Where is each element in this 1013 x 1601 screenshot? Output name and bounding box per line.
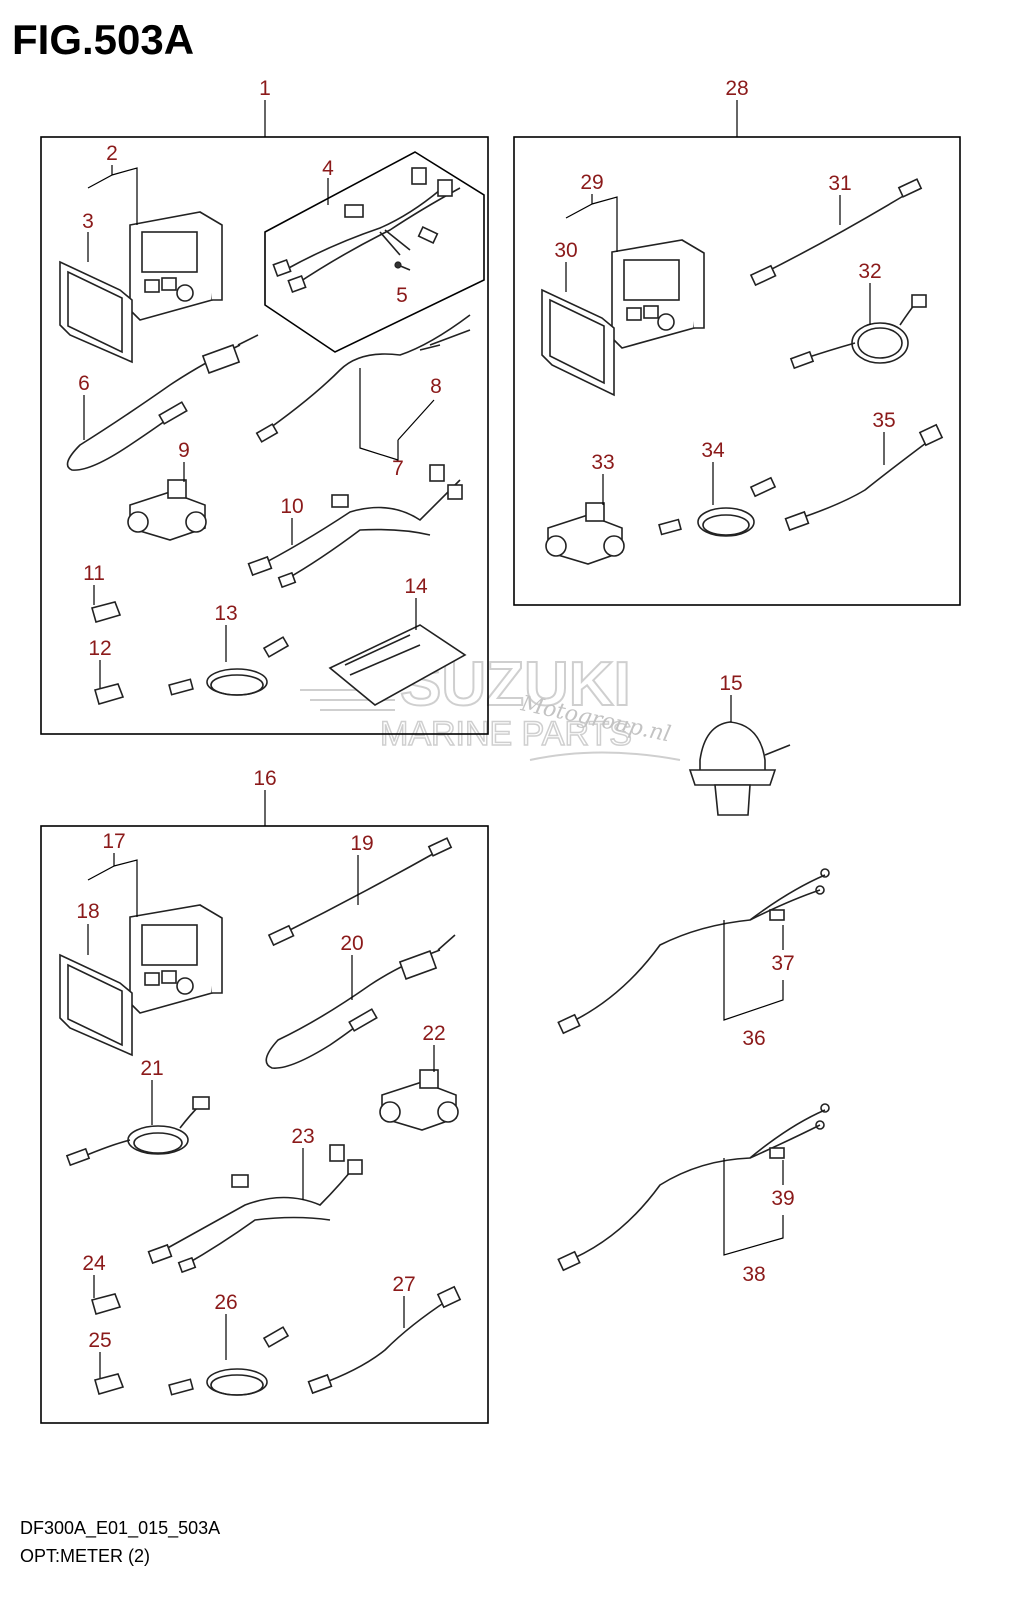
cable-part-6 <box>66 334 259 471</box>
t-connector-part-22 <box>379 1069 459 1131</box>
callout-3: 3 <box>82 210 94 233</box>
callout-26: 26 <box>214 1291 237 1314</box>
harness-part-23 <box>147 1144 363 1274</box>
screw-part-5 <box>394 261 411 271</box>
harness-part-7 <box>255 314 471 443</box>
callout-30: 30 <box>554 239 577 262</box>
callout-7: 7 <box>392 457 404 480</box>
callout-labels: 1 2 3 4 5 6 7 8 9 10 11 12 13 14 15 16 1… <box>76 77 895 1352</box>
t-connector-part-33 <box>545 502 625 565</box>
leader-17 <box>87 853 138 917</box>
meter-display-part-2 <box>129 211 223 321</box>
callout-32: 32 <box>858 260 881 283</box>
callout-21: 21 <box>140 1057 163 1080</box>
leader-29 <box>565 194 618 252</box>
callout-15: 15 <box>719 672 742 695</box>
harness-kit-box-4 <box>264 151 485 353</box>
harness-part-38 <box>557 1103 830 1272</box>
cable-part-35 <box>784 423 944 532</box>
leader-2 <box>87 165 138 225</box>
bezel-part-3 <box>59 260 133 364</box>
figure-code: DF300A_E01_015_503A <box>20 1518 221 1538</box>
callout-37: 37 <box>771 952 794 975</box>
watermark-swoosh <box>529 751 681 761</box>
callout-9: 9 <box>178 439 190 462</box>
callout-39: 39 <box>771 1187 794 1210</box>
callout-16: 16 <box>253 767 276 790</box>
callout-27: 27 <box>392 1273 415 1296</box>
callout-36: 36 <box>742 1027 765 1050</box>
callout-17: 17 <box>102 830 125 853</box>
figure-title: FIG.503A <box>12 16 195 63</box>
leader-38-39 <box>723 1158 784 1256</box>
terminator-part-11 <box>91 601 122 623</box>
harness-part-36 <box>557 868 830 1035</box>
callout-11: 11 <box>83 562 105 585</box>
cable-coil-part-26 <box>168 1326 290 1396</box>
callout-5: 5 <box>396 284 408 307</box>
callout-1: 1 <box>259 77 271 100</box>
callout-28: 28 <box>725 77 748 100</box>
terminator-part-24 <box>91 1293 122 1315</box>
callout-25: 25 <box>88 1329 111 1352</box>
figure-name: OPT:METER (2) <box>20 1546 151 1566</box>
callout-6: 6 <box>78 372 90 395</box>
cable-coil-part-32 <box>789 294 927 370</box>
callout-34: 34 <box>701 439 725 462</box>
bag-part-14 <box>328 624 467 706</box>
callout-22: 22 <box>422 1022 445 1045</box>
callout-8: 8 <box>430 375 442 398</box>
terminator-part-25 <box>94 1373 125 1395</box>
harness-part-4 <box>272 167 461 294</box>
cable-coil-part-13 <box>168 636 290 696</box>
meter-display-part-17 <box>129 904 223 1014</box>
callout-35: 35 <box>872 409 895 432</box>
callout-33: 33 <box>591 451 614 474</box>
callout-20: 20 <box>340 932 363 955</box>
callout-23: 23 <box>291 1125 314 1148</box>
callout-12: 12 <box>88 637 111 660</box>
cable-coil-part-34 <box>658 476 777 537</box>
terminator-part-12 <box>94 683 125 705</box>
callout-13: 13 <box>214 602 237 625</box>
cable-part-20 <box>265 934 456 1069</box>
cable-part-27 <box>307 1285 462 1395</box>
leader-36-37 <box>723 920 784 1021</box>
callout-24: 24 <box>82 1252 106 1275</box>
callout-31: 31 <box>828 172 851 195</box>
leader-7-8 <box>359 368 435 461</box>
bezel-part-30 <box>541 288 615 397</box>
sensor-part-15 <box>688 721 791 816</box>
bezel-part-18 <box>59 953 133 1057</box>
meter-display-part-29 <box>611 239 705 349</box>
callout-14: 14 <box>404 575 428 598</box>
cable-part-19 <box>267 837 453 947</box>
callout-38: 38 <box>742 1263 765 1286</box>
callout-4: 4 <box>322 157 334 180</box>
callout-29: 29 <box>580 171 603 194</box>
callout-19: 19 <box>350 832 373 855</box>
callout-2: 2 <box>106 142 118 165</box>
harness-part-10 <box>247 464 463 589</box>
cable-coil-part-21 <box>65 1096 210 1167</box>
callout-18: 18 <box>76 900 99 923</box>
t-connector-part-9 <box>127 479 207 541</box>
callout-10: 10 <box>280 495 303 518</box>
cable-part-31 <box>749 178 923 287</box>
